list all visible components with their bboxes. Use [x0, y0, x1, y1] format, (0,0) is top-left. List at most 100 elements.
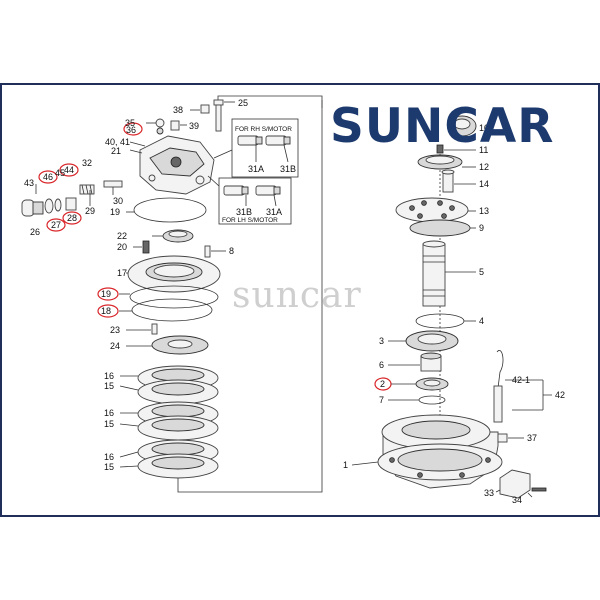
pin-14-top	[441, 169, 455, 175]
highlight-36	[123, 122, 143, 136]
label-31b-top: 31B	[280, 164, 296, 174]
label-11: 11	[479, 145, 488, 155]
label-38: 38	[173, 105, 183, 115]
oring-19	[129, 285, 219, 309]
relief-valve-31a-bot	[255, 185, 277, 196]
bolt-34	[531, 487, 547, 492]
part-10-top	[453, 118, 471, 130]
label-40-41: 40, 41	[105, 137, 130, 147]
highlight-44	[59, 163, 79, 177]
label-15c: 15	[104, 462, 114, 472]
plate-hole	[421, 200, 427, 206]
leader	[495, 489, 501, 493]
label-24: 24	[110, 341, 120, 351]
label-42-1: 42-1	[512, 375, 530, 385]
label-13: 13	[479, 206, 489, 216]
flange-hole	[485, 457, 491, 463]
relief-valve-cap	[255, 136, 263, 145]
label-16c: 16	[104, 452, 114, 462]
label-17: 17	[117, 268, 127, 278]
bearing-22-inner	[168, 230, 188, 238]
flange-hole	[459, 472, 465, 478]
connector-bottom	[177, 100, 323, 493]
block-33	[499, 469, 531, 499]
housing-1-bore	[401, 420, 471, 440]
bearing-3-inner	[417, 333, 447, 345]
box-title-lh: FOR LH S/MOTOR	[222, 217, 278, 224]
leader	[213, 149, 233, 159]
pin-8	[204, 245, 211, 258]
label-43: 43	[24, 178, 34, 188]
bolt-25-shank	[215, 104, 222, 132]
leader	[273, 194, 277, 207]
plug-39	[170, 120, 180, 131]
plate-hole	[449, 205, 455, 211]
leader	[207, 175, 220, 187]
part-26	[21, 199, 35, 217]
label-28: 28	[67, 213, 77, 223]
oring-46-45	[44, 198, 54, 214]
level-pipe-42-1	[493, 385, 503, 423]
shaft-5	[422, 243, 446, 307]
leader	[119, 451, 139, 458]
highlight-18	[97, 304, 119, 318]
part-26b	[32, 201, 44, 215]
label-30: 30	[113, 196, 123, 206]
spring-20	[142, 240, 150, 254]
housing-1-flange-inner	[397, 448, 483, 472]
flange-hole	[389, 457, 395, 463]
leader	[129, 141, 146, 147]
plate-hole	[409, 205, 415, 211]
label-20: 20	[117, 242, 127, 252]
label-8: 8	[229, 246, 234, 256]
label-7: 7	[379, 395, 384, 405]
label-23: 23	[110, 325, 120, 335]
label-46: 46	[43, 172, 53, 182]
leader	[283, 144, 289, 163]
label-34: 34	[512, 495, 522, 505]
label-15a: 15	[104, 381, 114, 391]
plug-35	[155, 118, 165, 128]
plate-13	[395, 197, 469, 223]
label-31a-top: 31A	[248, 164, 264, 174]
label-16b: 16	[104, 408, 114, 418]
bolt-38	[200, 104, 210, 114]
label-25: 25	[238, 98, 248, 108]
label-45: 45	[55, 168, 65, 178]
gauge-wire	[496, 350, 504, 389]
label-37: 37	[527, 433, 537, 443]
label-21: 21	[111, 146, 121, 156]
casing-port	[170, 156, 182, 168]
label-5: 5	[479, 267, 484, 277]
pin-30	[103, 180, 123, 188]
label-18: 18	[101, 306, 111, 316]
leader	[119, 423, 139, 427]
highlight-46	[38, 170, 58, 184]
snap-ring-4	[415, 313, 465, 329]
box-title-rh: FOR RH S/MOTOR	[235, 126, 292, 133]
label-33: 33	[484, 488, 494, 498]
snap-ring-7	[418, 395, 446, 405]
rh-motor-box	[231, 118, 299, 178]
plate-24-inner	[167, 339, 193, 349]
bolt-25-head	[213, 99, 224, 106]
label-9: 9	[479, 223, 484, 233]
pin-14	[442, 171, 454, 193]
label-3: 3	[379, 336, 384, 346]
label-22: 22	[117, 231, 127, 241]
flange-hole	[417, 472, 423, 478]
plate-set-3	[137, 439, 219, 479]
label-44: 44	[64, 165, 74, 175]
label-6: 6	[379, 360, 384, 370]
relief-valve-31b-top	[265, 135, 287, 146]
plug-37	[497, 433, 508, 443]
relief-valve-cap	[273, 186, 281, 195]
label-42: 42	[555, 390, 565, 400]
diagram-frame	[0, 83, 600, 517]
highlight-28	[62, 211, 82, 225]
relief-valve-31b-bot	[223, 185, 245, 196]
oring-19-top	[133, 197, 207, 223]
label-19: 19	[101, 289, 111, 299]
plate-hole	[417, 213, 423, 219]
label-14: 14	[479, 179, 489, 189]
